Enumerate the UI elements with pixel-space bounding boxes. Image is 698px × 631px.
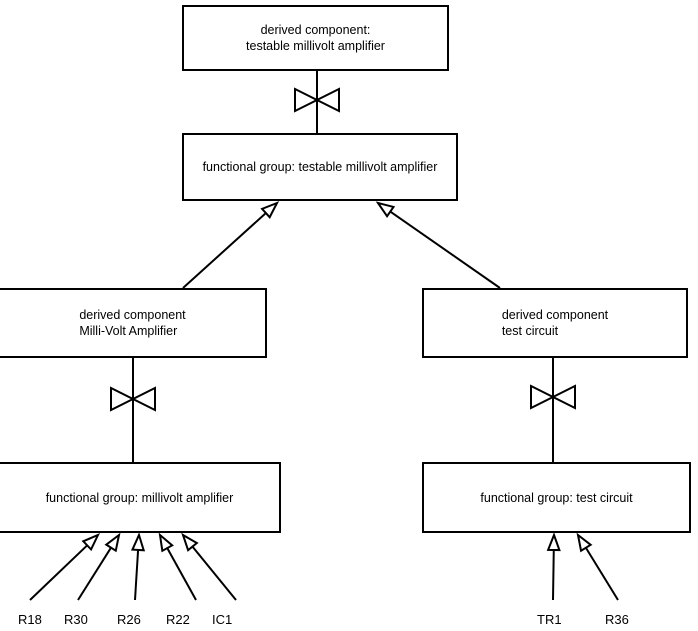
generalization-arrow-test-circuit-shaft [389, 210, 501, 289]
bowtie-connector-top [294, 71, 340, 133]
derived-component-test-circuit[interactable]: derived component test circuit [422, 288, 688, 358]
generalization-arrow-r36-head [576, 532, 593, 553]
functional-group-millivolt-amplifier-text: functional group: millivolt amplifier [46, 490, 234, 506]
generalization-arrow-r36-shaft [584, 547, 619, 601]
derived-component-testable-millivolt-amplifier[interactable]: derived component: testable millivolt amp… [182, 5, 449, 71]
functional-group-testable-millivolt-amplifier[interactable]: functional group: testable millivolt amp… [182, 133, 458, 201]
generalization-arrow-tr1-head [546, 532, 561, 552]
generalization-arrow-r18-shaft [29, 544, 89, 601]
generalization-arrow-r18-head [81, 533, 101, 552]
generalization-arrow-ic1-head [181, 532, 199, 552]
bowtie-connector-top-bowtie-left [294, 87, 320, 113]
functional-group-testable-millivolt-amplifier-text: functional group: testable millivolt amp… [203, 159, 438, 175]
generalization-arrow-test-circuit [375, 201, 501, 289]
derived-component-milli-volt-amplifier-line2: Milli-Volt Amplifier [79, 324, 178, 338]
derived-component-test-circuit-text: derived component test circuit [502, 307, 608, 339]
bowtie-connector-left-bowtie-left [110, 386, 136, 412]
functional-group-millivolt-amplifier[interactable]: functional group: millivolt amplifier [0, 462, 281, 533]
generalization-arrow-r30-shaft [77, 546, 112, 601]
leaf-label-r18: R18 [18, 612, 42, 627]
generalization-arrow-r26 [130, 532, 146, 601]
bowtie-connector-right-bowtie-left [530, 384, 556, 410]
leaf-label-r36: R36 [605, 612, 629, 627]
functional-group-millivolt-amplifier-line1: functional group: millivolt amplifier [45, 490, 234, 505]
generalization-arrow-ic1-shaft [191, 545, 237, 601]
bowtie-connector-right [530, 358, 576, 462]
bowtie-connector-left [110, 358, 156, 462]
functional-group-test-circuit-text: functional group: test circuit [480, 490, 632, 506]
bowtie-connector-right-bowtie-right [550, 384, 576, 410]
derived-component-testable-millivolt-amplifier-line2: testable millivolt amplifier [246, 39, 385, 53]
leaf-label-tr1: TR1 [537, 612, 562, 627]
derived-component-test-circuit-line1: derived component [501, 308, 609, 322]
bowtie-connector-top-bowtie-right [314, 87, 340, 113]
derived-component-testable-millivolt-amplifier-text: derived component: testable millivolt amp… [246, 22, 385, 54]
generalization-arrow-r30 [77, 532, 121, 601]
generalization-arrow-milli-volt-amplifier [182, 201, 280, 289]
functional-group-test-circuit[interactable]: functional group: test circuit [422, 462, 691, 533]
generalization-arrow-r26-shaft [134, 549, 140, 601]
generalization-arrow-milli-volt-amplifier-head [260, 201, 280, 219]
leaf-label-r30: R30 [64, 612, 88, 627]
derived-component-testable-millivolt-amplifier-line1: derived component: [260, 23, 371, 37]
generalization-arrow-r22-shaft [166, 547, 197, 601]
generalization-arrow-r22-head [158, 532, 174, 553]
leaf-label-r22: R22 [166, 612, 190, 627]
leaf-label-r26: R26 [117, 612, 141, 627]
generalization-arrow-r36 [576, 532, 619, 601]
functional-group-test-circuit-line1: functional group: test circuit [480, 490, 633, 505]
generalization-arrow-tr1 [546, 532, 561, 601]
generalization-arrow-r26-head [130, 532, 146, 552]
derived-component-milli-volt-amplifier-line1: derived component [79, 308, 186, 322]
bowtie-connector-left-bowtie-right [130, 386, 156, 412]
generalization-arrow-r18 [29, 533, 101, 601]
derived-component-test-circuit-line2: test circuit [501, 324, 559, 338]
leaf-label-ic1: IC1 [212, 612, 233, 627]
generalization-arrow-r30-head [104, 532, 121, 553]
generalization-arrow-test-circuit-head [375, 201, 396, 218]
generalization-arrow-ic1 [181, 532, 237, 601]
generalization-arrow-r22 [158, 532, 197, 601]
generalization-arrow-tr1-shaft [552, 549, 555, 601]
functional-group-testable-millivolt-amplifier-line1: functional group: testable millivolt amp… [202, 160, 438, 174]
generalization-arrow-milli-volt-amplifier-shaft [182, 212, 267, 289]
